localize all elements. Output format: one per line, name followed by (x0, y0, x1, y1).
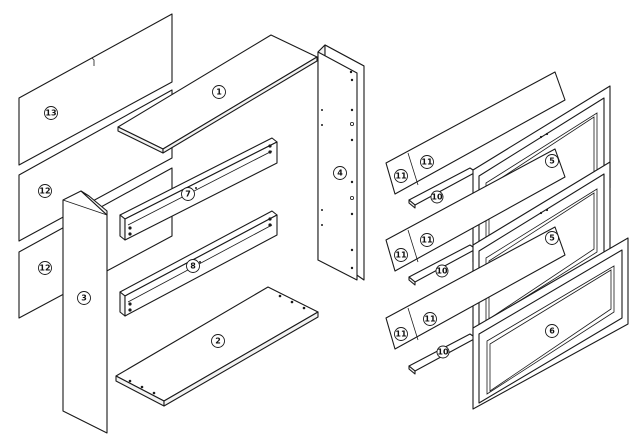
part-label-5-row2: 5 (545, 231, 559, 245)
svg-text:1: 1 (216, 88, 222, 97)
svg-text:3: 3 (81, 294, 87, 303)
svg-text:2: 2 (215, 337, 221, 346)
svg-text:10: 10 (436, 267, 448, 276)
part-label-11-row1-a: 11 (394, 169, 408, 183)
svg-text:11: 11 (395, 330, 407, 339)
part-label-7: 7 (181, 187, 195, 201)
part-13-back-panel (18, 13, 173, 166)
svg-text:7: 7 (185, 190, 191, 199)
part-label-11-row1-b: 11 (420, 155, 434, 169)
part-label-3: 3 (77, 291, 91, 305)
svg-text:8: 8 (190, 262, 196, 271)
part-label-6: 6 (545, 324, 559, 338)
svg-text:11: 11 (395, 172, 407, 181)
svg-text:5: 5 (549, 234, 555, 243)
svg-text:11: 11 (421, 236, 433, 245)
part-label-10-row1: 10 (430, 190, 444, 204)
part-label-10-row3: 10 (436, 345, 450, 359)
part-8-rail (119, 210, 278, 317)
svg-text:10: 10 (437, 348, 449, 357)
part-label-13: 13 (44, 106, 58, 120)
part-label-11-row2-b: 11 (420, 233, 434, 247)
part-3-side-panel (62, 190, 108, 434)
svg-text:10: 10 (431, 193, 443, 202)
part-4-divider-panel (317, 44, 365, 281)
part-label-11-row3-b: 11 (423, 312, 437, 326)
svg-text:6: 6 (549, 327, 555, 336)
svg-text:11: 11 (395, 251, 407, 260)
part-label-10-row2: 10 (435, 264, 449, 278)
part-label-1: 1 (212, 85, 226, 99)
svg-text:13: 13 (45, 109, 56, 118)
part-label-8: 8 (186, 259, 200, 273)
part-7-rail (119, 137, 278, 241)
svg-text:5: 5 (549, 157, 555, 166)
part-label-5-row1: 5 (545, 154, 559, 168)
svg-text:11: 11 (421, 158, 433, 167)
svg-text:12: 12 (39, 264, 50, 273)
svg-text:11: 11 (424, 315, 436, 324)
part-label-11-row2-a: 11 (394, 248, 408, 262)
svg-text:12: 12 (39, 187, 50, 196)
part-label-12-upper: 12 (38, 184, 52, 198)
part-label-2: 2 (211, 334, 225, 348)
svg-text:4: 4 (337, 169, 343, 178)
part-label-12-lower: 12 (38, 261, 52, 275)
part-label-11-row3-a: 11 (394, 327, 408, 341)
part-label-4: 4 (333, 166, 347, 180)
